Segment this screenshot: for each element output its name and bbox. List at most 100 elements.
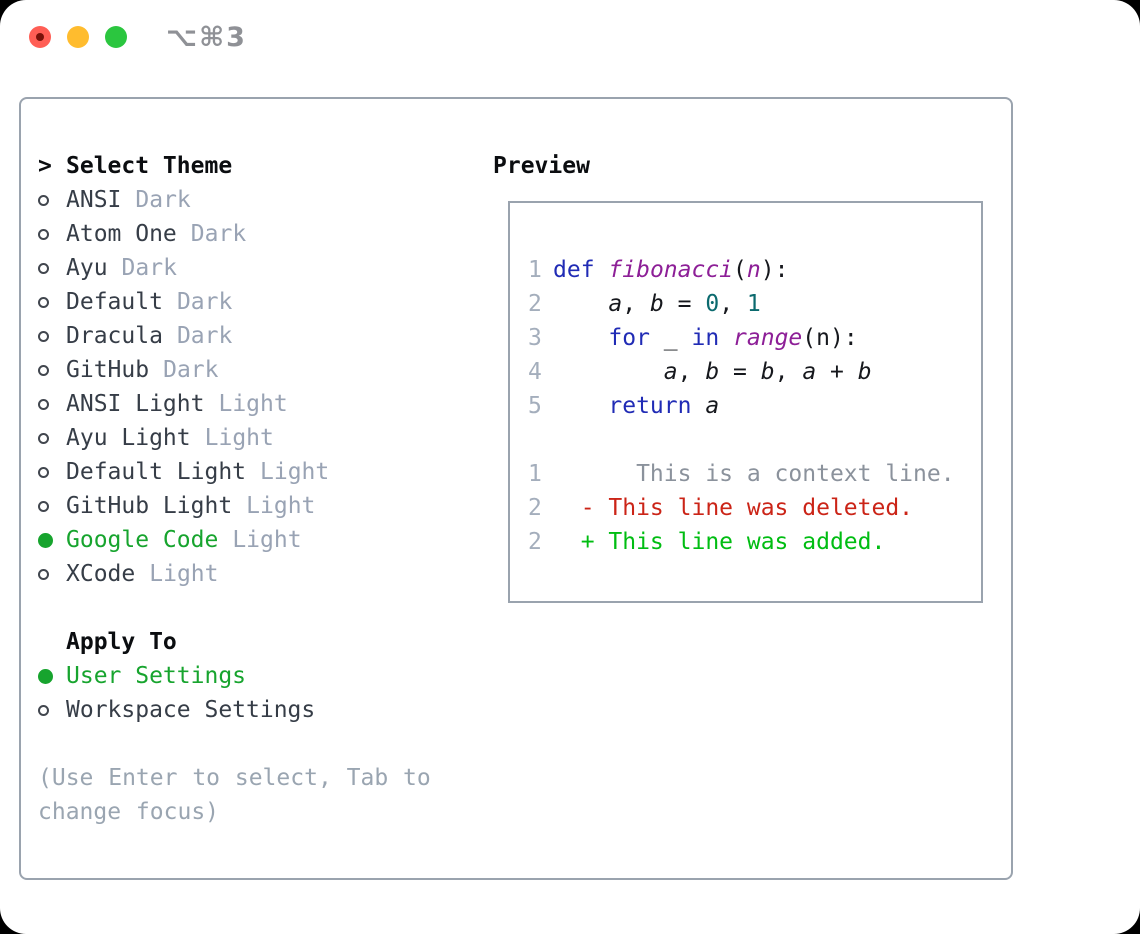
code-token: _: [649, 325, 692, 351]
preview-header: Preview: [493, 153, 590, 179]
code-token: [553, 291, 608, 317]
code-token: (: [733, 257, 747, 283]
theme-name: XCode: [66, 561, 136, 587]
code-token: fibonacci: [608, 257, 734, 283]
apply-to-header: Apply To: [38, 625, 478, 659]
theme-variant-tag: Dark: [190, 221, 247, 247]
theme-name: GitHub: [66, 357, 150, 383]
radio-selected-icon: [38, 668, 66, 684]
code-token: n: [746, 257, 761, 283]
close-dot-icon: [36, 33, 44, 41]
code-token: [595, 257, 609, 283]
code-token: range: [733, 325, 803, 351]
select-theme-header: > Select Theme: [38, 149, 478, 183]
theme-name: Google Code: [66, 527, 219, 553]
radio-icon: [38, 364, 66, 376]
code-line: 5 return a: [528, 389, 981, 423]
theme-variant-tag: Dark: [176, 289, 233, 315]
code-token: +: [816, 359, 858, 385]
theme-variant-tag: Light: [218, 391, 288, 417]
radio-icon: [38, 568, 66, 580]
code-text: def fibonacci(n):: [553, 257, 788, 283]
line-number: 3: [528, 325, 542, 351]
radio-icon: [38, 704, 66, 716]
spacer: [38, 727, 478, 761]
spacer: [38, 591, 478, 625]
code-token: b: [649, 291, 664, 317]
code-token: =: [663, 291, 706, 317]
radio-icon: [38, 466, 66, 478]
apply-option-workspace-settings[interactable]: Workspace Settings: [38, 693, 478, 727]
code-token: a: [802, 359, 817, 385]
code-token: a: [663, 359, 678, 385]
code-token: =: [719, 359, 761, 385]
code-token: a: [705, 393, 720, 419]
code-text: a, b = 0, 1: [553, 291, 761, 317]
code-text: - This line was deleted.: [553, 495, 913, 521]
code-token: [691, 393, 705, 419]
code-token: b: [760, 359, 775, 385]
code-token: ,: [774, 359, 803, 385]
radio-icon: [38, 296, 66, 308]
radio-icon: [38, 262, 66, 274]
theme-name: Atom One: [66, 221, 177, 247]
code-line: 4 a, b = b, a + b: [528, 355, 981, 389]
code-line: 1 def fibonacci(n):: [528, 253, 981, 287]
code-token: b: [705, 359, 720, 385]
blank-line: [528, 423, 981, 457]
code-text: return a: [553, 393, 719, 419]
code-text: a, b = b, a + b: [553, 359, 872, 385]
theme-variant-tag: Light: [246, 493, 316, 519]
apply-option-label: Workspace Settings: [66, 697, 316, 723]
code-token: [553, 325, 608, 351]
theme-variant-tag: Light: [260, 459, 330, 485]
code-token: 1: [746, 291, 761, 317]
theme-option-dracula[interactable]: Dracula Dark: [38, 319, 478, 353]
code-token: [553, 393, 608, 419]
theme-variant-tag: Dark: [121, 255, 177, 281]
line-number: 1: [528, 461, 542, 487]
code-token: ,: [719, 291, 747, 317]
theme-option-xcode[interactable]: XCode Light: [38, 557, 478, 591]
theme-name: Default Light: [66, 459, 247, 485]
theme-variant-tag: Light: [149, 561, 219, 587]
theme-option-default-light[interactable]: Default Light Light: [38, 455, 478, 489]
apply-option-label: User Settings: [66, 663, 247, 689]
preview-box: 1 def fibonacci(n): 2 a, b = 0, 1 3 for _ i…: [508, 201, 983, 603]
theme-option-atom-one[interactable]: Atom One Dark: [38, 217, 478, 251]
code-text: This is a context line.: [553, 461, 955, 487]
theme-name: ANSI: [66, 187, 122, 213]
minimize-button[interactable]: [67, 26, 89, 48]
code-token: + This line was added.: [553, 529, 886, 555]
code-line: 2 a, b = 0, 1: [528, 287, 981, 321]
close-button[interactable]: [29, 26, 51, 48]
line-number: 2: [528, 291, 542, 317]
theme-variant-tag: Dark: [176, 323, 233, 349]
apply-to-title: Apply To: [66, 629, 177, 655]
zoom-button[interactable]: [105, 26, 127, 48]
code-token: - This line was deleted.: [553, 495, 914, 521]
titlebar: ⌥⌘3: [0, 0, 1140, 74]
radio-icon: [38, 432, 66, 444]
code-token: ,: [622, 291, 650, 317]
line-number: 1: [528, 257, 542, 283]
code-token: ):: [760, 257, 789, 283]
line-number: 2: [528, 529, 542, 555]
theme-name: Dracula: [66, 323, 163, 349]
code-text: for _ in range(n):: [553, 325, 857, 351]
cursor-icon: >: [38, 153, 52, 179]
code-token: ,: [677, 359, 706, 385]
radio-icon: [38, 398, 66, 410]
apply-option-user-settings[interactable]: User Settings: [38, 659, 478, 693]
code-token: in: [691, 325, 720, 351]
